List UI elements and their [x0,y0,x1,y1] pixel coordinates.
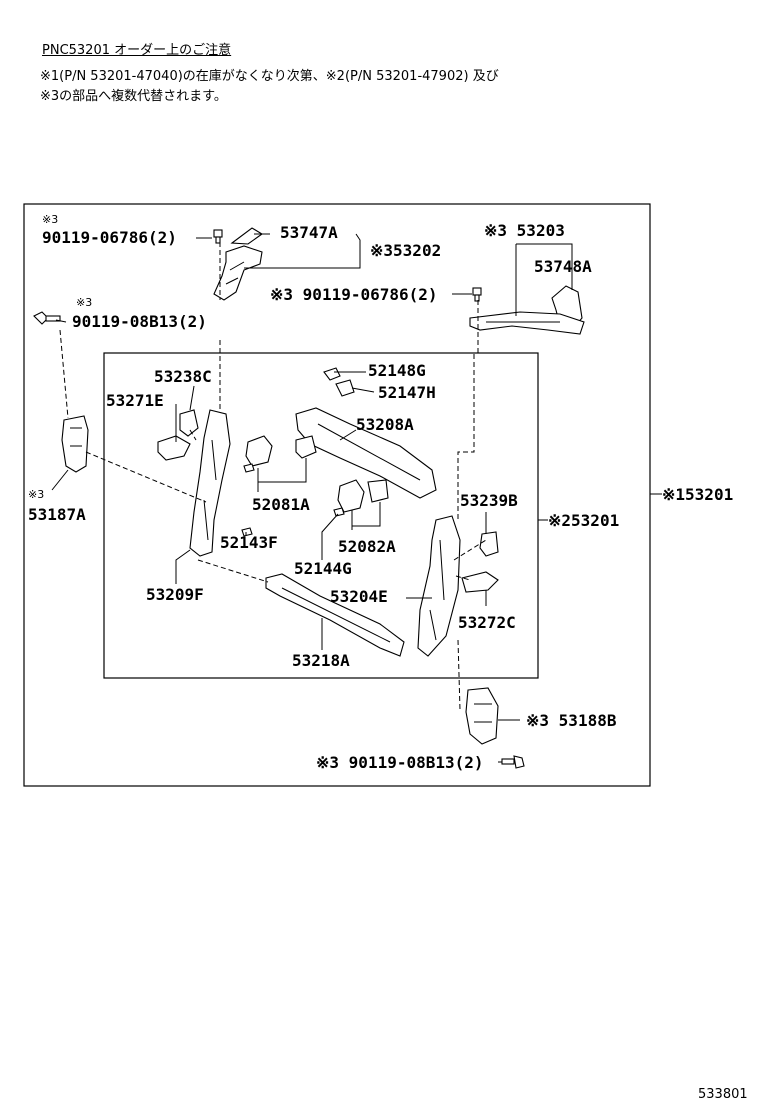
order-note-line-1: ※1(P/N 53201-47040)の在庫がなくなり次第、※2(P/N 532… [40,69,499,84]
part-53187A-bracket [61,415,89,473]
part-53203-support [469,311,585,335]
label-53272C: 53272C [458,613,516,632]
part-52147H-clip [335,379,355,397]
part-53188B-bracket [465,687,499,745]
order-note-title: PNC53201 オーダー上のご注意 [42,43,232,58]
label-52147H: 52147H [378,383,436,402]
label-52148G: 52148G [368,361,426,380]
label-53201-inner: ※253201 [548,511,619,530]
label-53209F: 53209F [146,585,204,604]
bolt-90119-06786-right [472,287,482,302]
leader-53187A [51,469,69,491]
bolt-90119-08B13-bottom [501,755,525,769]
part-53202-support [213,245,263,301]
label-90119-06786-top: 90119-06786(2) [42,228,177,247]
dash-line-10 [457,639,461,711]
leader-53208A [339,429,357,441]
part-52148G-clip [323,367,341,381]
part-53747A-bracket [230,227,264,245]
label-90119-08B13-bottom: ※3 90119-08B13(2) [316,753,484,772]
mark-3-90119-06786: ※3 [42,213,58,226]
mark-3-53187A: ※3 [28,488,44,501]
label-53202: ※353202 [370,241,441,260]
part-53272C-bracket [461,571,499,593]
part-53218A-lower-member [265,573,405,657]
leader-90119-08B13-top [55,319,67,323]
leader-52144G [321,513,339,560]
label-52143F: 52143F [220,533,278,552]
bolt-90119-06786-top [213,229,223,244]
diagram-reference-number: 533801 [698,1087,748,1102]
label-52081A: 52081A [252,495,310,514]
label-53239B: 53239B [460,491,518,510]
leader-53238C [189,385,195,411]
order-note-line-2: ※3の部品へ複数代替されます。 [40,89,227,104]
part-53204E-side-member [417,515,461,657]
dash-line-11 [189,429,197,441]
part-53239B-bracket [479,531,499,557]
part-52143F-clip [241,527,253,537]
part-53271E-bracket [157,435,191,461]
label-53204E: 53204E [330,587,388,606]
label-53271E: 53271E [106,391,164,410]
outer-assembly-frame [23,203,651,787]
label-53208A: 53208A [356,415,414,434]
label-53201-outer: ※153201 [662,485,733,504]
bolt-90119-08B13-top [33,311,61,325]
dash-line-4 [457,354,475,520]
label-53187A: 53187A [28,505,86,524]
leader-52082A [351,502,381,530]
leader-52147H [351,387,375,393]
leader-53203 [515,243,573,316]
inner-assembly-frame [103,352,539,679]
label-52144G: 52144G [294,559,352,578]
dash-line-7 [197,559,269,583]
label-53238C: 53238C [154,367,212,386]
dash-line-5 [59,329,69,419]
mark-3-90119-08B13: ※3 [76,296,92,309]
leader-52081A [257,458,307,492]
leader-53202 [244,233,361,269]
label-53218A: 53218A [292,651,350,670]
dash-line-9 [455,575,471,581]
label-53747A: 53747A [280,223,338,242]
dash-line-6 [85,451,207,503]
dash-line-8 [453,539,487,561]
part-52144G-clip [333,507,345,517]
leader-53209F [175,549,191,584]
part-53238C-bracket [179,409,199,437]
label-53203: ※3 53203 [484,221,565,240]
label-90119-06786-right: ※3 90119-06786(2) [270,285,438,304]
label-53188B: ※3 53188B [526,711,617,730]
part-52081A-bumper [243,435,317,473]
label-52082A: 52082A [338,537,396,556]
label-53748A: 53748A [534,257,592,276]
part-53209F-side-member [189,409,231,557]
label-90119-08B13-top: 90119-08B13(2) [72,312,207,331]
part-52082A-bumper [337,479,389,513]
